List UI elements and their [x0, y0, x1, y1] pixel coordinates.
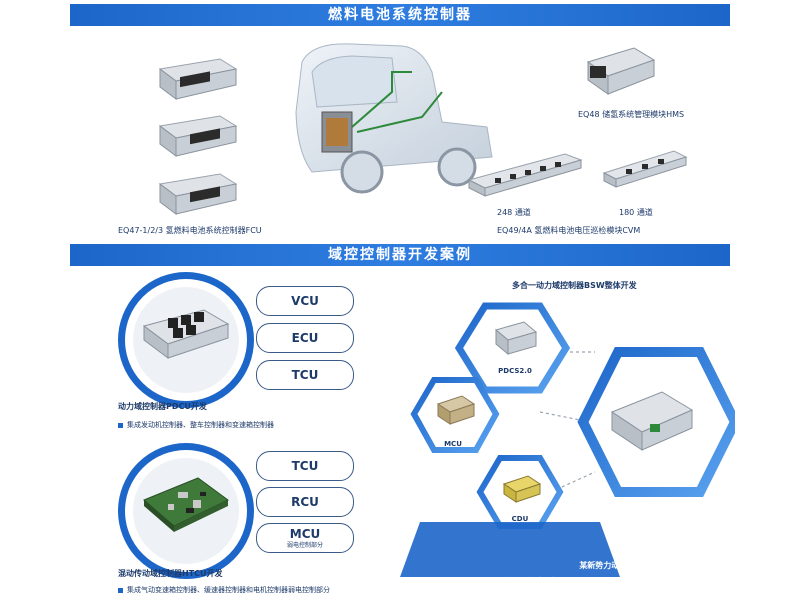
cvm-248-image: [467, 153, 583, 197]
bsw-hex-diagram: [400, 302, 735, 577]
fcu-label: EQ47-1/2/3 氢燃料电池系统控制器FCU: [118, 226, 262, 235]
cvm-248-label: 248 通道: [497, 208, 531, 217]
cvm-180-label: 180 通道: [619, 208, 653, 217]
hms-unit-image: [586, 47, 656, 95]
htcu-bullet: 集成气动变速箱控制器、缓速器控制器和电机控制器弱电控制部分: [118, 585, 330, 595]
htcu-pill-rcu: RCU: [256, 487, 354, 517]
cvm-label: EQ49/4A 氢燃料电池电压巡检模块CVM: [497, 226, 641, 235]
fcu-unit-image-1: [158, 58, 238, 100]
cvm-180-image: [602, 150, 688, 188]
bsw-bottom-line1: 某新势力动力总成八合一控制器BSW开发: [579, 561, 728, 570]
bullet-square-icon: [118, 422, 123, 428]
htcu-pill-mcu-label: MCU: [289, 527, 321, 541]
pdcu-bullet: 集成发动机控制器、整车控制器和变速箱控制器: [118, 420, 274, 430]
section2-banner: 域控控制器开发案例: [70, 244, 730, 266]
pdcu-bullet-text: 集成发动机控制器、整车控制器和变速箱控制器: [127, 421, 274, 429]
hex-label-mcu: MCU: [444, 440, 462, 448]
fcu-unit-image-3: [158, 173, 238, 215]
htcu-pill-tcu: TCU: [256, 451, 354, 481]
pdcu-pill-vcu: VCU: [256, 286, 354, 316]
htcu-title: 混动传动域控制器HTCU开发: [118, 569, 223, 578]
htcu-bullet-text: 集成气动变速箱控制器、缓速器控制器和电机控制器弱电控制部分: [127, 586, 330, 594]
bsw-bottom-line2: 该产品集成电机/减速/MCU+PDCS/DCDC/OBC/PDU全功能: [503, 577, 728, 586]
hex-label-cdu: CDU: [511, 515, 529, 523]
htcu-pill-mcu-sub: 弱电控制部分: [286, 542, 323, 549]
bullet-square-icon: [118, 587, 123, 593]
pdcu-title: 动力域控制器PDCU开发: [118, 402, 207, 411]
pdcu-pill-ecu: ECU: [256, 323, 354, 353]
hex-label-pdcs: PDCS2.0: [498, 367, 532, 375]
section1-banner: 燃料电池系统控制器: [70, 4, 730, 26]
fcu-unit-image-2: [158, 115, 238, 157]
truck-illustration: [295, 43, 493, 194]
hms-label: EQ48 储氢系统管理模块HMS: [578, 110, 685, 119]
bsw-title: 多合一动力域控制器BSW整体开发: [512, 281, 637, 290]
pdcu-pill-tcu: TCU: [256, 360, 354, 390]
htcu-board-image: [143, 477, 229, 532]
pdcu-unit-image: [142, 309, 230, 359]
